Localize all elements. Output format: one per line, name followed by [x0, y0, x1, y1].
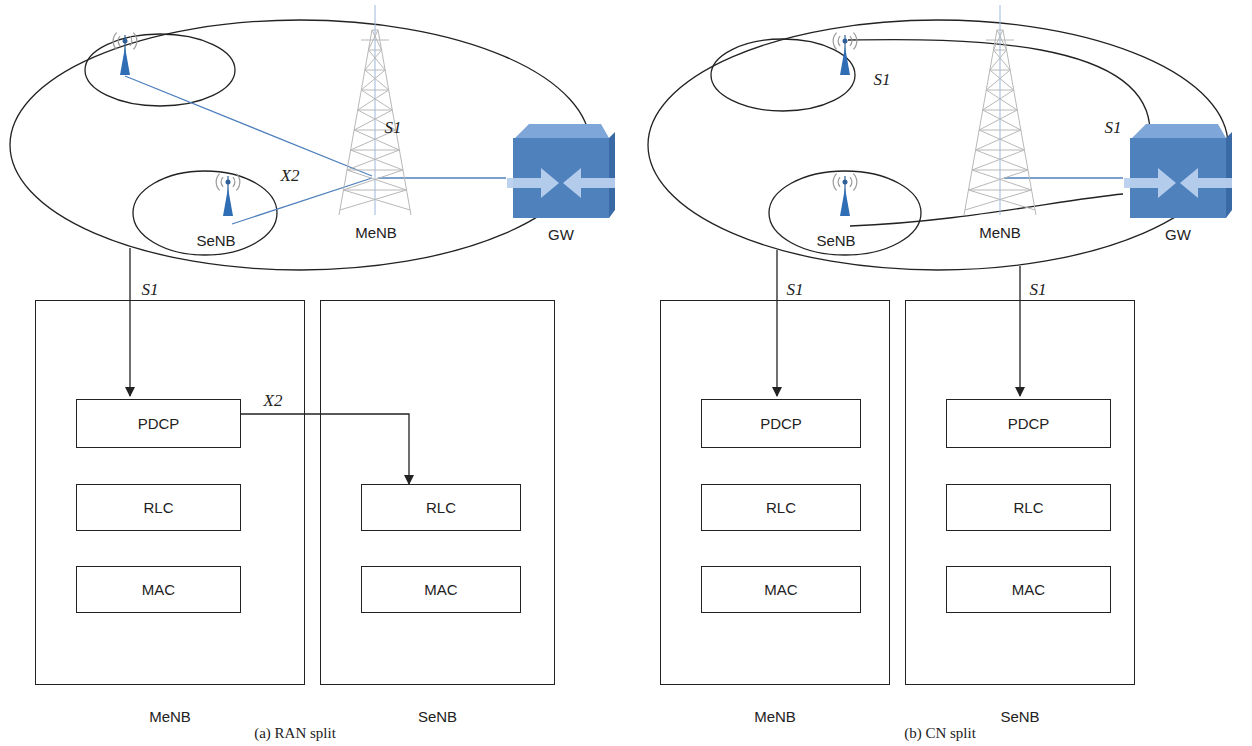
- node-label: GW: [1165, 226, 1191, 243]
- s1-link: [850, 194, 1123, 226]
- protocol-layer-box: MAC: [701, 566, 861, 613]
- node-label: GW: [548, 226, 574, 243]
- node-label: SeNB: [418, 708, 457, 725]
- antenna-icon: [833, 174, 857, 216]
- protocol-layer-box: PDCP: [701, 399, 861, 448]
- layer-name: PDCP: [1008, 415, 1050, 432]
- macro-cell: [648, 20, 1228, 270]
- station-label: SeNB: [196, 232, 235, 249]
- gateway-node: GW: [505, 120, 617, 245]
- s1-arrow: [129, 248, 130, 396]
- layer-name: RLC: [143, 499, 173, 516]
- interface-label: S1: [385, 118, 402, 138]
- protocol-layer-box: MAC: [946, 566, 1111, 613]
- node-label: SeNB: [1000, 708, 1039, 725]
- s1-link: [378, 177, 506, 178]
- gateway-node: GW: [1122, 120, 1234, 245]
- station-label: MeNB: [355, 224, 397, 241]
- station-label: SeNB: [816, 232, 855, 249]
- layer-name: MAC: [142, 581, 175, 598]
- layer-name: RLC: [766, 499, 796, 516]
- layer-name: MAC: [1012, 581, 1045, 598]
- s1-arrow: [776, 250, 777, 396]
- x2-link: [232, 178, 372, 224]
- interface-label: S1: [1030, 280, 1047, 300]
- protocol-stack-box: MeNBPDCPRLCMAC: [660, 300, 890, 685]
- panel-caption: (b) CN split: [904, 725, 976, 742]
- protocol-layer-box: PDCP: [946, 399, 1111, 448]
- node-label: MeNB: [149, 708, 191, 725]
- antenna-icon: [113, 33, 137, 75]
- protocol-layer-box: RLC: [361, 484, 521, 531]
- layer-name: MAC: [764, 581, 797, 598]
- small-cell: [85, 34, 235, 106]
- s1-arrow: [1019, 266, 1020, 396]
- protocol-stack-box: SeNBRLCMAC: [320, 300, 555, 685]
- interface-label: X2: [262, 391, 285, 411]
- interface-label: S1: [1105, 118, 1122, 138]
- gateway-icon: [505, 120, 617, 220]
- s1-link: [1004, 177, 1123, 178]
- macro-cell: [10, 20, 590, 270]
- interface-arrow: [241, 414, 409, 484]
- interface-label: X2: [281, 166, 300, 186]
- layer-name: MAC: [424, 581, 457, 598]
- protocol-layer-box: MAC: [76, 566, 241, 613]
- protocol-layer-box: RLC: [946, 484, 1111, 531]
- cell-tower: [339, 5, 411, 215]
- protocol-layer-box: MAC: [361, 566, 521, 613]
- protocol-stack-box: SeNBPDCPRLCMAC: [905, 300, 1135, 685]
- protocol-stack-box: MeNBPDCPRLCMAC: [35, 300, 305, 685]
- small-cell: [133, 171, 277, 255]
- gateway-icon: [1122, 120, 1234, 220]
- interface-label: S1: [142, 280, 159, 300]
- protocol-layer-box: RLC: [701, 484, 861, 531]
- station-label: MeNB: [979, 224, 1021, 241]
- interface-label: S1: [787, 280, 804, 300]
- interface-label: S1: [874, 70, 891, 90]
- node-label: MeNB: [754, 708, 796, 725]
- protocol-layer-box: RLC: [76, 484, 241, 531]
- layer-name: RLC: [1013, 499, 1043, 516]
- small-cell: [711, 39, 855, 111]
- layer-name: PDCP: [138, 415, 180, 432]
- panel-caption: (a) RAN split: [254, 725, 336, 742]
- x2-link: [125, 76, 372, 176]
- protocol-layer-box: PDCP: [76, 399, 241, 448]
- cell-tower: [964, 5, 1036, 215]
- antenna-icon: [833, 33, 857, 75]
- antenna-icon: [216, 174, 240, 216]
- small-cell: [769, 171, 921, 255]
- layer-name: RLC: [426, 499, 456, 516]
- layer-name: PDCP: [760, 415, 802, 432]
